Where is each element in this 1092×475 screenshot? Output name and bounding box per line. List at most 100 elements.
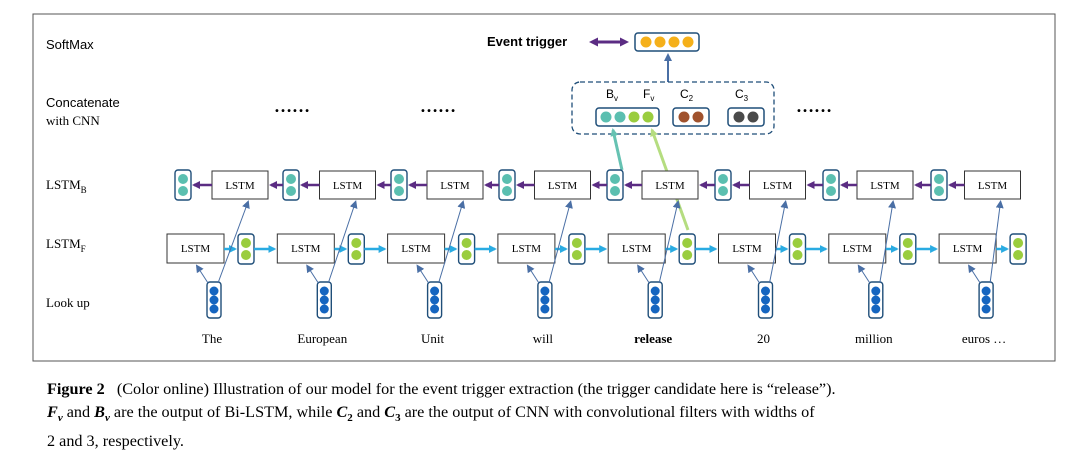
lstm-backward-cell [749,170,806,200]
input-word: million [855,331,893,346]
lstm-cell-label: LSTM [401,243,431,255]
c3-unit [747,111,759,123]
lstm-cell-label: LSTM [732,243,762,255]
row-label-softmax: SoftMax [46,37,94,52]
concat-label-fv: Fv [643,87,654,103]
caption-bv-symbol: Bv [94,403,110,425]
lstm-cell-label: LSTM [181,243,211,255]
forward-hidden-unit [682,238,693,248]
forward-hidden-unit [792,238,803,248]
embedding-unit [650,304,660,314]
lookup-to-backward-arrow [438,200,466,284]
embedding-unit [650,286,660,296]
lstm-forward-cell [938,233,997,264]
embedding-unit [981,304,991,314]
embedding-unit [430,295,440,305]
lstm-cell-label: LSTM [291,243,321,255]
lookup-to-backward-arrow [879,200,896,284]
embedding-unit [871,304,881,314]
caption-and: and [356,403,381,421]
lookup-to-forward-arrow [195,264,209,284]
lstm-forward-cell [718,233,776,264]
embedding-unit [430,286,440,296]
diagram-frame [32,13,1056,362]
forward-hidden-unit [1013,250,1024,260]
forward-hidden-unit [461,250,472,260]
backward-hidden-unit [286,186,296,196]
row-label-lstm-b: LSTMB [46,177,87,195]
lstm-forward-cell [276,233,335,264]
forward-hidden-unit [902,238,913,248]
lookup-to-backward-arrow [217,200,250,284]
embedding-unit [209,295,219,305]
embedding-unit [761,295,770,305]
forward-hidden-unit [351,250,362,260]
embedding-unit [650,295,660,305]
softmax-unit [640,36,652,48]
forward-hidden-unit [241,238,251,248]
caption-mid: are the output of Bi-LSTM, while [113,403,333,421]
backward-hidden-unit [718,186,728,196]
lookup-to-forward-arrow [637,264,650,284]
bv-fv-vector [595,107,660,127]
caption-fv-symbol: Fv [47,403,63,425]
backward-hidden-unit [286,174,296,184]
row-label-with-cnn: with CNN [46,113,100,128]
softmax-output-vector [634,32,700,52]
softmax-unit [654,36,666,48]
concat-label-bv: Bv [606,87,618,103]
input-word: release [634,331,672,346]
backward-hidden-unit [718,174,728,184]
lstm-cell-label: LSTM [512,243,542,255]
lstm-cell-label: LSTM [843,243,873,255]
lstm-cell-label: LSTM [655,180,685,192]
lookup-to-backward-arrow [989,200,1004,284]
lookup-to-forward-arrow [968,264,981,284]
forward-hidden-unit [241,250,251,260]
fv-unit [642,111,654,123]
c2-vector [672,107,710,127]
backward-hidden-unit [502,186,512,196]
figure-caption: Figure 2 (Color online) Illustration of … [47,378,1057,453]
softmax-unit [668,36,680,48]
ellipsis: …… [796,96,832,116]
lstm-backward-cell [319,170,376,200]
backward-hidden-unit [934,174,944,184]
caption-c2-symbol: C2 [336,403,353,425]
ellipsis: …… [420,96,456,116]
lstm-cell-label: LSTM [622,243,652,255]
embedding-unit [209,286,219,296]
embedding-unit [871,286,881,296]
input-word: euros … [962,331,1006,346]
backward-hidden-unit [826,186,836,196]
caption-figure-label: Figure 2 [47,380,105,398]
model-diagram: SoftMax Concatenate with CNN LSTMB LSTMF… [32,13,1056,362]
embedding-unit [981,295,991,305]
embedding-unit [871,295,881,305]
caption-line3: 2 and 3, respectively. [47,432,184,451]
input-word: The [202,331,222,346]
backward-hidden-unit [826,174,836,184]
lstm-forward-cell [607,233,666,264]
forward-hidden-unit [571,238,582,248]
lookup-to-backward-arrow [769,200,789,284]
backward-hidden-unit [178,186,188,196]
backward-hidden-unit [394,186,404,196]
lookup-to-backward-arrow [658,200,681,284]
softmax-unit [682,36,694,48]
backward-hidden-unit [178,174,188,184]
ellipsis: …… [274,96,310,116]
embedding-unit [761,286,770,296]
forward-hidden-unit [682,250,693,260]
concat-label-c2: C2 [680,87,694,103]
row-label-lstm-f: LSTMF [46,236,86,254]
row-label-concatenate: Concatenate [46,95,120,110]
lstm-cell-label: LSTM [978,180,1008,192]
input-word: will [533,331,554,346]
bv-link-arrow [610,128,624,171]
backward-hidden-unit [610,186,620,196]
lookup-to-forward-arrow [526,264,540,284]
forward-hidden-unit [571,250,582,260]
event-trigger-label: Event trigger [487,34,567,49]
backward-hidden-unit [610,174,620,184]
